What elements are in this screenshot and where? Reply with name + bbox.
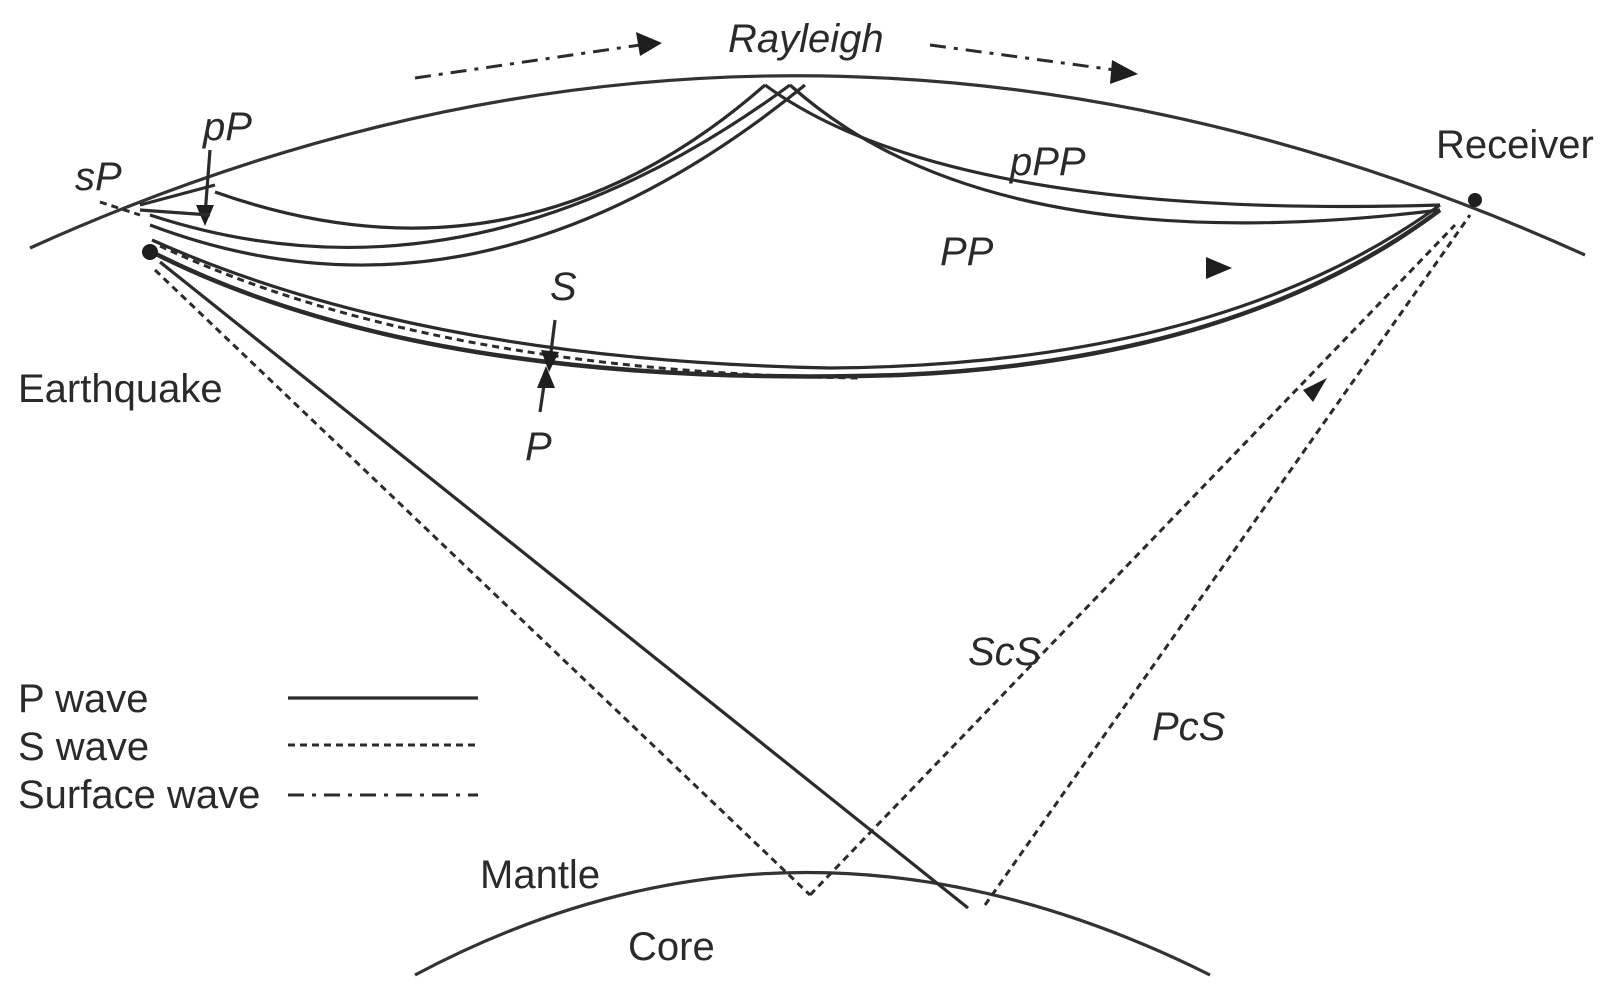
rayleigh-arrow-right — [930, 45, 1115, 70]
mantle-label: Mantle — [480, 853, 600, 897]
sP-label: sP — [75, 155, 122, 199]
ScS-arrowhead — [1303, 378, 1327, 402]
rayleigh-arrowhead-left — [636, 32, 662, 56]
pPP-label: pPP — [1009, 140, 1086, 184]
PP-label: PP — [940, 230, 994, 274]
rayleigh-label: Rayleigh — [728, 17, 884, 61]
PcS-label: PcS — [1152, 705, 1226, 749]
legend-s-wave-label: S wave — [18, 725, 149, 769]
P-direct-ray — [148, 210, 1440, 376]
earthquake-source-dot — [142, 244, 158, 260]
earthquake-label: Earthquake — [18, 367, 223, 411]
core-label: Core — [628, 925, 715, 969]
legend: P wave S wave Surface wave — [18, 677, 478, 817]
ScS-label: ScS — [968, 630, 1042, 674]
pPP-ray-leg1 — [215, 85, 765, 228]
P-to-core-ray — [160, 262, 968, 908]
receiver-dot — [1468, 193, 1482, 207]
earth-surface-boundary — [30, 76, 1585, 255]
PP-arrowhead — [1206, 257, 1232, 279]
S-label: S — [550, 265, 577, 309]
rayleigh-arrow-left — [415, 45, 640, 78]
receiver-label: Receiver — [1436, 123, 1594, 167]
S-direct-ray — [152, 205, 1440, 368]
legend-p-wave-label: P wave — [18, 677, 148, 721]
legend-surface-wave-label: Surface wave — [18, 773, 260, 817]
ScS-up-ray — [810, 225, 1455, 895]
rayleigh-arrowhead-right — [1110, 60, 1138, 84]
P-marker-arrowhead — [537, 366, 555, 388]
P-label: P — [525, 425, 552, 469]
pP-label: pP — [202, 105, 252, 149]
